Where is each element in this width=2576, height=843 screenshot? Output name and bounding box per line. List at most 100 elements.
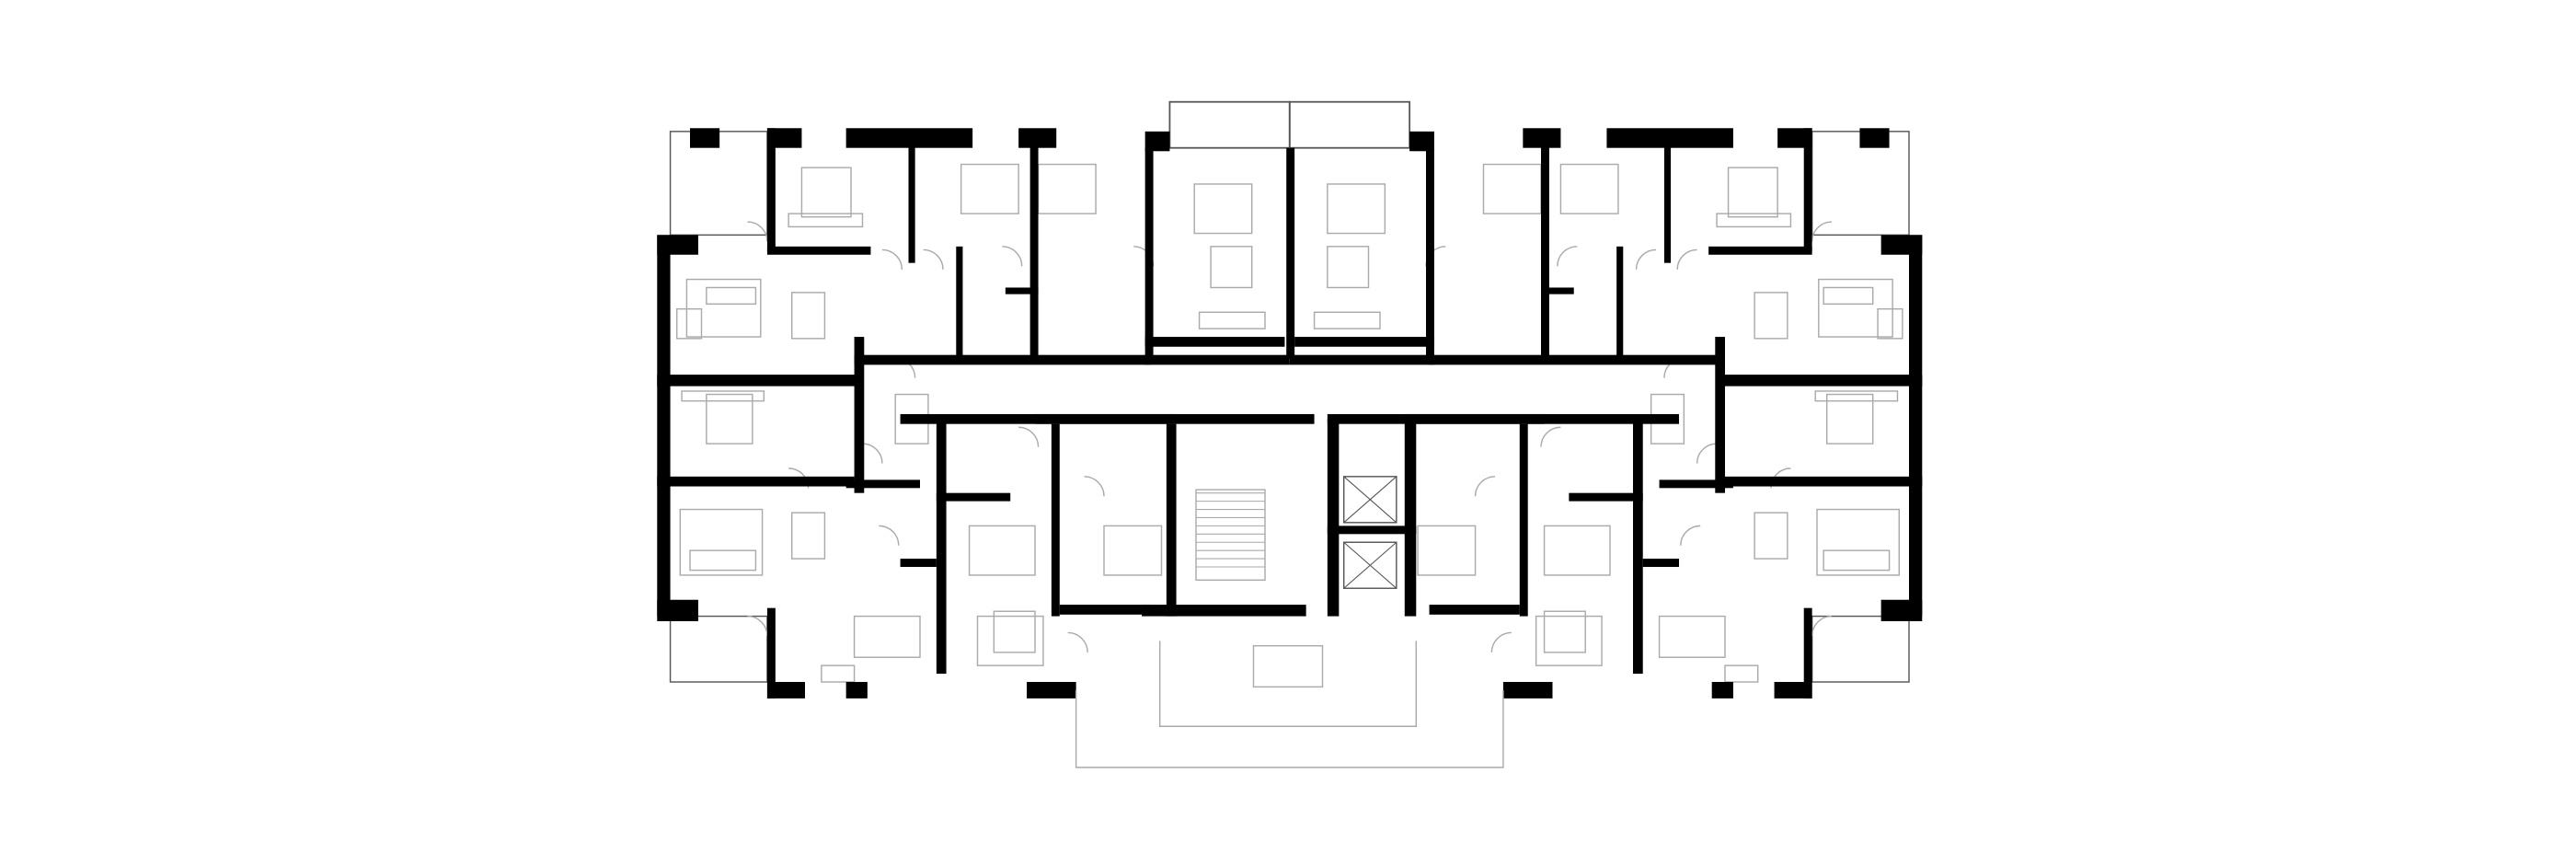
- wall: [1803, 607, 1812, 699]
- wall: [1717, 375, 1923, 387]
- wall: [1859, 128, 1890, 148]
- door-swing: [747, 221, 768, 242]
- furniture: [791, 292, 826, 340]
- door-swing: [1540, 426, 1561, 447]
- wall: [1144, 337, 1285, 347]
- wall: [1715, 337, 1725, 493]
- wall: [1880, 599, 1923, 621]
- wall: [1523, 128, 1561, 148]
- furniture: [1823, 549, 1891, 572]
- furniture: [1658, 615, 1726, 658]
- furniture: [1327, 183, 1386, 235]
- furniture: [853, 615, 921, 658]
- wall: [1659, 479, 1733, 489]
- wall: [766, 246, 871, 255]
- door-swing: [1811, 615, 1833, 637]
- wall: [690, 128, 720, 148]
- wall: [1144, 354, 1290, 365]
- elevator-shaft: [1343, 541, 1397, 589]
- wall: [1035, 413, 1315, 424]
- wall: [1774, 682, 1812, 699]
- door-swing: [1696, 443, 1718, 464]
- wall: [1327, 413, 1545, 424]
- door-swing: [1676, 248, 1697, 270]
- wall: [1294, 337, 1434, 347]
- furniture: [1482, 163, 1542, 214]
- furniture: [1818, 278, 1893, 338]
- wall: [1051, 423, 1060, 617]
- furniture: [1037, 163, 1097, 214]
- furniture: [1823, 286, 1874, 306]
- furniture: [1313, 311, 1381, 329]
- furniture: [1754, 292, 1788, 340]
- entrance-ramp: [1159, 641, 1417, 727]
- furniture: [1826, 393, 1874, 445]
- door-swing: [862, 443, 883, 464]
- furniture: [821, 664, 856, 683]
- furniture: [1816, 508, 1900, 576]
- wall: [1616, 246, 1624, 362]
- elevator-cross: [1343, 541, 1397, 589]
- plan-core: [1035, 147, 1545, 768]
- wall: [845, 479, 920, 489]
- furniture: [976, 615, 1044, 666]
- wall: [908, 144, 915, 263]
- door-swing: [923, 248, 944, 270]
- wall: [900, 559, 937, 568]
- elevator-shaft: [1343, 476, 1397, 524]
- wall: [1005, 287, 1039, 294]
- wall: [1880, 235, 1923, 255]
- wall: [845, 128, 973, 148]
- wall: [854, 337, 865, 493]
- door-swing: [1557, 246, 1578, 267]
- door-swing: [747, 615, 768, 637]
- wall: [1502, 682, 1553, 699]
- wall: [1803, 128, 1812, 252]
- furniture: [1327, 246, 1370, 289]
- furniture: [968, 525, 1036, 576]
- furniture: [1103, 525, 1163, 576]
- balcony-outline: [1811, 615, 1910, 683]
- wall: [1327, 419, 1340, 617]
- door-swing: [1084, 476, 1105, 497]
- wall: [1711, 682, 1733, 699]
- furniture: [676, 307, 703, 340]
- door-swing: [1811, 221, 1833, 242]
- wall: [657, 599, 698, 621]
- door-swing: [879, 525, 900, 546]
- wall: [657, 235, 671, 617]
- wall: [1642, 559, 1679, 568]
- balcony-outline: [1168, 100, 1291, 149]
- elevator-cross: [1343, 476, 1397, 524]
- furniture: [1724, 664, 1759, 683]
- door-swing: [881, 248, 903, 270]
- wall: [766, 607, 776, 699]
- wall: [936, 419, 947, 675]
- door-swing: [1002, 246, 1023, 267]
- door-swing: [1067, 631, 1088, 652]
- furniture: [685, 278, 762, 338]
- wall: [1409, 131, 1434, 152]
- wall: [1519, 423, 1528, 617]
- furniture: [1877, 307, 1903, 340]
- staircase: [1195, 489, 1266, 582]
- wall: [1633, 419, 1643, 675]
- wall: [1569, 492, 1643, 502]
- wall: [1289, 354, 1434, 365]
- wall: [1725, 476, 1923, 487]
- furniture: [689, 549, 757, 572]
- furniture: [1198, 311, 1266, 329]
- entrance-canopy: [1252, 645, 1324, 688]
- furniture: [788, 213, 864, 228]
- wall: [1909, 235, 1923, 617]
- furniture: [800, 167, 852, 218]
- furniture: [1535, 615, 1603, 666]
- door-swing: [1635, 248, 1657, 270]
- balcony-outline: [669, 615, 768, 683]
- wall: [1286, 147, 1295, 359]
- furniture: [791, 512, 826, 560]
- wall: [1029, 144, 1039, 359]
- wall: [657, 476, 855, 487]
- entrance-terrace: [1075, 689, 1504, 768]
